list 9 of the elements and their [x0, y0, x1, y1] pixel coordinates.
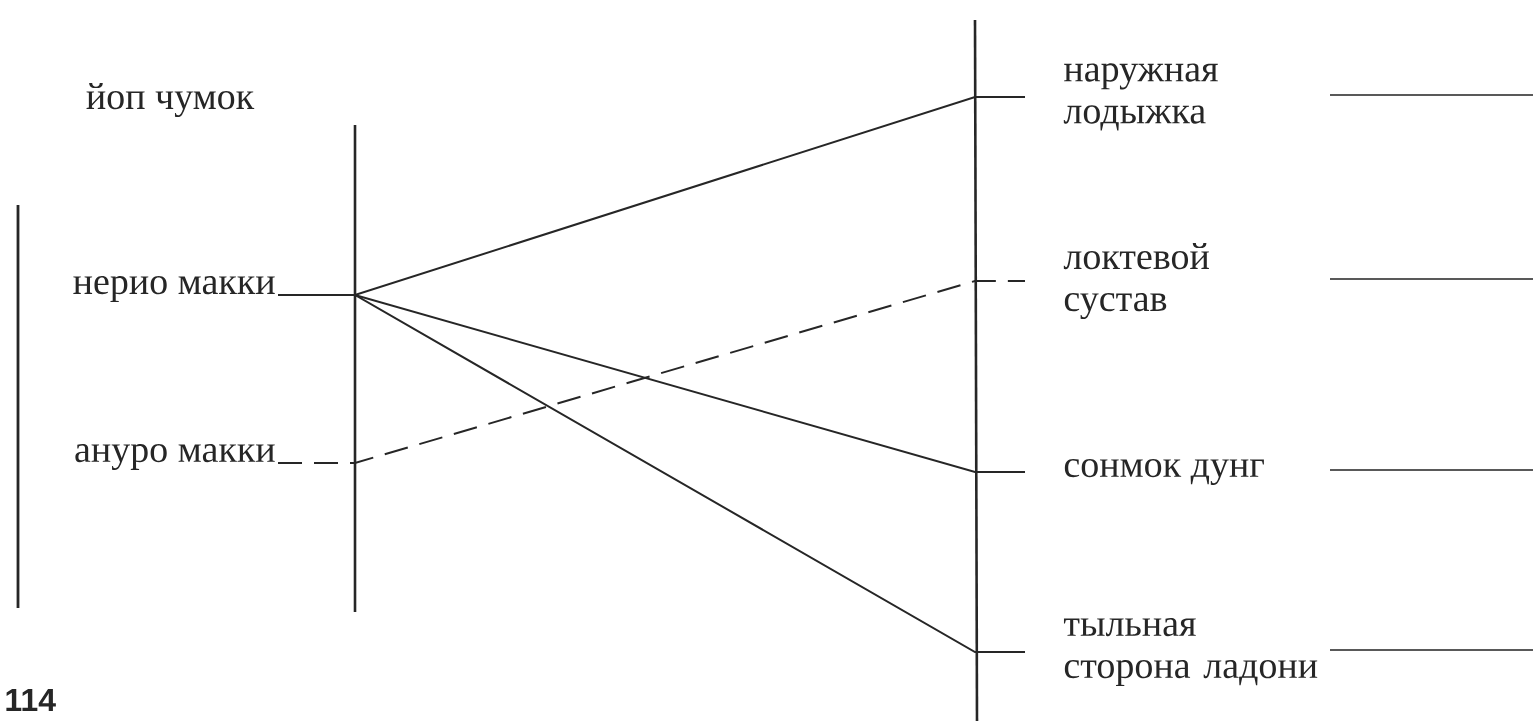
column-heading: йоп чумок: [86, 82, 255, 118]
term-label: наружная лодыжка: [1063, 63, 1218, 131]
connector-line: [277, 294, 1026, 653]
term-label: ануро макки: [75, 443, 275, 471]
term-label: тыльная сторона ладони: [1063, 618, 1318, 686]
page-number: 114: [6, 689, 56, 711]
term-label: нерио макки: [73, 276, 275, 302]
term-label: сонмок дунг: [1064, 458, 1264, 486]
term-label: локтевой сустав: [1063, 242, 1209, 320]
